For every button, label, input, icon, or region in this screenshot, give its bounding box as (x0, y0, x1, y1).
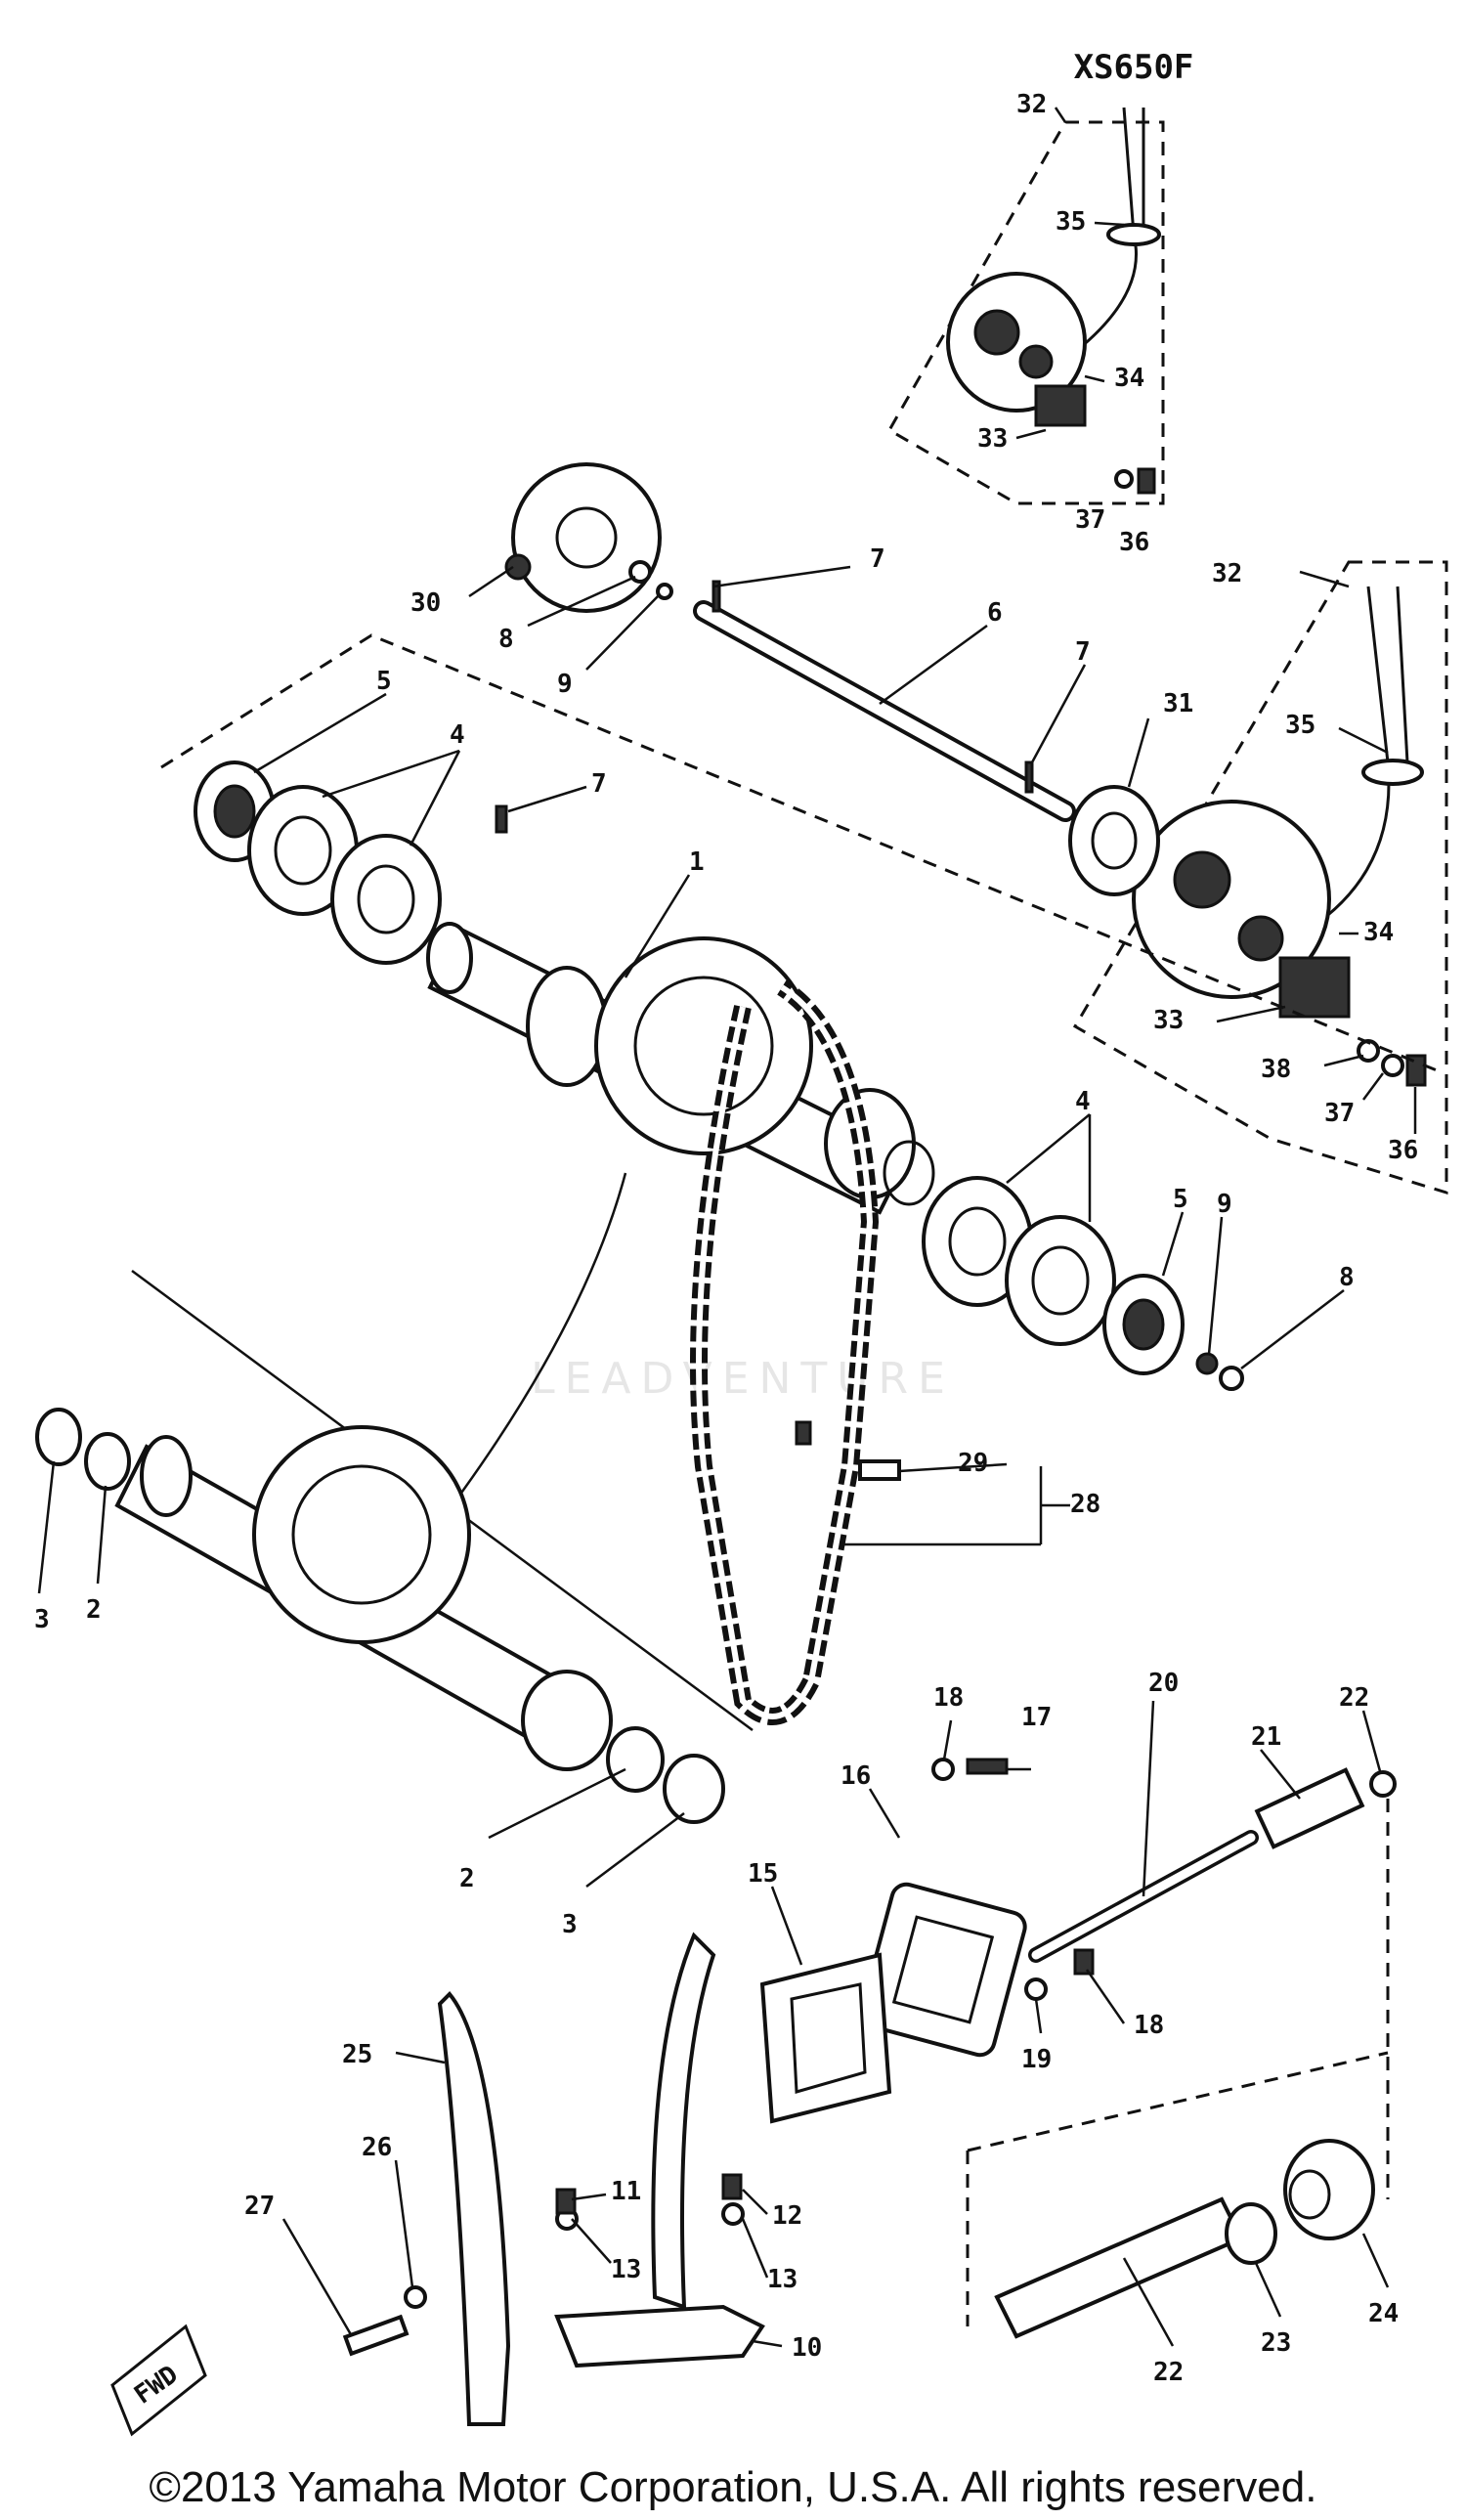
watermark-text: LEADVENTURE (531, 1354, 955, 1404)
callout-7c: 7 (591, 769, 607, 799)
contact-breaker-shaft (693, 580, 1076, 822)
lower-seal-and-bearings (922, 1176, 1244, 1391)
callout-24: 24 (1368, 2299, 1399, 2328)
xs650f-inset-boundary (886, 120, 1165, 505)
callout-7a: 7 (870, 544, 885, 574)
callout-37: 37 (1075, 505, 1105, 535)
spring-group-boundary-top (967, 2051, 1389, 2152)
tensioner-gasket (759, 1952, 892, 2124)
camshaft-lower (35, 1408, 725, 1824)
callout-10: 10 (792, 2333, 822, 2363)
callout-8b: 8 (1339, 1263, 1355, 1292)
callout-35b: 35 (1285, 711, 1315, 740)
callout-21: 22 (1339, 1683, 1369, 1713)
callout-19: 20 (1148, 1669, 1179, 1698)
variant-title: XS650F (1074, 48, 1194, 87)
callout-38: 38 (1261, 1055, 1291, 1084)
callout-13b: 13 (767, 2265, 798, 2294)
callout-5b: 5 (1173, 1185, 1188, 1214)
callout-37b: 37 (1324, 1099, 1355, 1128)
callout-4b: 4 (1075, 1087, 1091, 1116)
callout-11: 11 (611, 2177, 641, 2206)
callout-20: 21 (1251, 1722, 1281, 1752)
callout-3a: 3 (34, 1605, 50, 1634)
callout-15: 16 (841, 1761, 871, 1791)
callout-32: 32 (1016, 90, 1047, 119)
callout-26: 26 (362, 2133, 392, 2162)
callout-25: 25 (342, 2040, 372, 2069)
contact-breaker-inset (946, 107, 1161, 495)
callout-23: 23 (1261, 2328, 1291, 2358)
callout-27: 27 (244, 2192, 275, 2221)
callout-17: 18 (1134, 2011, 1164, 2040)
callout-6: 6 (987, 598, 1003, 628)
callout-33b: 33 (1153, 1006, 1184, 1035)
callout-1: 1 (689, 847, 705, 877)
contact-breaker-assembly (1132, 586, 1427, 1087)
callout-2b: 2 (459, 1864, 475, 1893)
callout-8a: 8 (498, 625, 514, 654)
callout-33: 33 (977, 424, 1008, 454)
callout-3b: 3 (562, 1910, 578, 1939)
bush-31 (1068, 785, 1160, 896)
assembly-arrow (457, 1172, 627, 1497)
callout-2a: 2 (86, 1595, 102, 1625)
callout-4a: 4 (450, 720, 465, 750)
tensioner-spring-cap (994, 2139, 1375, 2339)
copyright-notice: ©2013 Yamaha Motor Corporation, U.S.A. A… (149, 2463, 1317, 2511)
callout-29: 29 (958, 1449, 988, 1478)
callout-18a: 18 (933, 1683, 964, 1713)
callout-35: 35 (1056, 207, 1086, 237)
callout-12: 12 (772, 2201, 802, 2231)
fwd-arrow-icon: FWD (110, 2324, 207, 2437)
callout-9a: 9 (557, 670, 573, 699)
bearing-group-boundary (160, 633, 1438, 1072)
callout-5a: 5 (376, 667, 392, 696)
callout-22: 22 (1153, 2358, 1184, 2387)
callout-34: 34 (1114, 364, 1144, 393)
chain-guide-25 (437, 1991, 511, 2426)
camshaft-upper (426, 922, 935, 1215)
advance-plate (504, 462, 673, 613)
callout-18b: 19 (1021, 2045, 1052, 2074)
callout-28: 28 (1070, 1490, 1100, 1519)
callout-30: 30 (410, 588, 441, 618)
callout-7b: 7 (1075, 637, 1091, 667)
callout-14: 15 (748, 1859, 778, 1889)
fwd-label: FWD (129, 2360, 184, 2411)
callout-numbers: 32 35 34 33 37 36 7 30 8 9 6 7 31 32 35 … (34, 90, 1418, 2387)
callout-13a: 13 (611, 2255, 641, 2284)
contact-breaker-boundary (1072, 560, 1448, 1195)
callout-31: 31 (1163, 689, 1193, 718)
callout-36b: 36 (1388, 1136, 1418, 1165)
bolt-27-washer-26 (342, 2285, 427, 2357)
chain-guide-10 (554, 1932, 765, 2368)
callout-9b: 9 (1217, 1190, 1232, 1219)
callout-16: 17 (1021, 1703, 1052, 1732)
callout-32b: 32 (1212, 559, 1242, 588)
callout-36: 36 (1119, 528, 1149, 557)
callout-34b: 34 (1363, 918, 1394, 947)
upper-seal-and-bearings (194, 760, 508, 965)
